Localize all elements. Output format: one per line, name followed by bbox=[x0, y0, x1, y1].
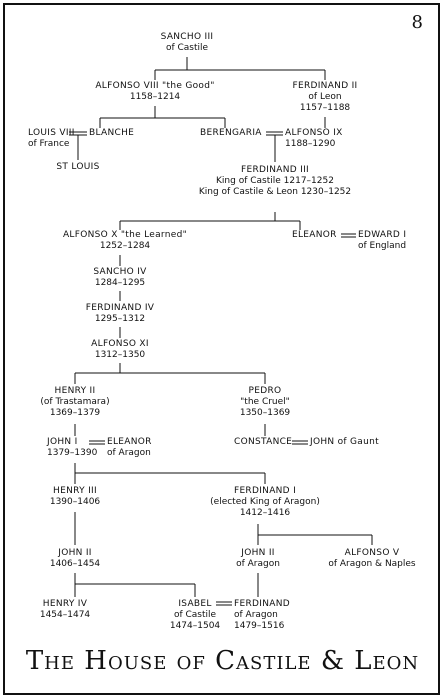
person-name: ELEANOR bbox=[107, 437, 152, 447]
person-alfonso-ix: ALFONSO IX 1188–1290 bbox=[285, 128, 343, 150]
person-name: CONSTANCE bbox=[234, 437, 293, 447]
person-name: FERDINAND I bbox=[233, 486, 297, 496]
person-alfonso-viii: ALFONSO VIII "the Good" 1158–1214 bbox=[95, 81, 214, 103]
person-eleanor-of-castile: ELEANOR bbox=[292, 230, 337, 241]
person-name: LOUIS VIII bbox=[28, 128, 75, 138]
person-name: PEDRO bbox=[248, 386, 282, 396]
person-name: JOHN II bbox=[58, 548, 92, 558]
person-dates: 1157–1188 bbox=[299, 103, 351, 113]
person-sancho-iv: SANCHO IV 1284–1295 bbox=[93, 267, 146, 289]
person-name: FERDINAND III bbox=[241, 165, 309, 175]
person-edward-i: EDWARD I of England bbox=[358, 230, 406, 252]
person-name: FERDINAND II bbox=[292, 81, 358, 91]
person-name: ISABEL bbox=[178, 599, 212, 609]
page-border bbox=[3, 3, 440, 695]
person-ferdinand-iv: FERDINAND IV 1295–1312 bbox=[86, 303, 155, 325]
person-dates: 1369–1379 bbox=[49, 408, 101, 418]
person-detail: of Aragon bbox=[236, 559, 280, 569]
person-berengaria: BERENGARIA bbox=[200, 128, 262, 139]
person-detail: of Aragon & Naples bbox=[328, 559, 416, 569]
person-ferdinand-of-aragon: FERDINAND of Aragon 1479–1516 bbox=[234, 599, 290, 632]
person-john-ii-aragon: JOHN II of Aragon bbox=[236, 548, 280, 570]
person-isabel: ISABEL of Castile 1474–1504 bbox=[170, 599, 220, 632]
person-st-louis: ST LOUIS bbox=[56, 162, 99, 173]
person-pedro: PEDRO "the Cruel" 1350–1369 bbox=[240, 386, 290, 419]
person-dates: 1454–1474 bbox=[39, 610, 91, 620]
person-name: JOHN of Gaunt bbox=[310, 437, 379, 447]
person-name: JOHN II bbox=[241, 548, 275, 558]
person-name: SANCHO III bbox=[160, 32, 214, 42]
person-detail: of Aragon bbox=[234, 610, 278, 620]
person-name: FERDINAND bbox=[234, 599, 290, 609]
person-detail: King of Castile 1217–1252 bbox=[216, 176, 334, 186]
person-henry-iv: HENRY IV 1454–1474 bbox=[40, 599, 90, 621]
person-name: JOHN I bbox=[47, 437, 78, 447]
person-dates: 1406–1454 bbox=[49, 559, 101, 569]
person-detail: (elected King of Aragon) bbox=[210, 497, 320, 507]
person-dates: 1295–1312 bbox=[94, 314, 146, 324]
person-name: EDWARD I bbox=[358, 230, 407, 240]
person-alfonso-v: ALFONSO V of Aragon & Naples bbox=[328, 548, 415, 570]
person-dates: 1158–1214 bbox=[129, 92, 181, 102]
person-blanche: BLANCHE bbox=[89, 128, 134, 139]
person-ferdinand-i: FERDINAND I (elected King of Aragon) 141… bbox=[210, 486, 320, 519]
person-name: FERDINAND IV bbox=[85, 303, 155, 313]
person-dates: 1312–1350 bbox=[94, 350, 146, 360]
person-detail: "the Cruel" bbox=[240, 397, 290, 407]
person-detail: of England bbox=[358, 241, 407, 251]
person-henry-ii: HENRY II (of Trastamara) 1369–1379 bbox=[40, 386, 109, 419]
person-john-ii-castile: JOHN II 1406–1454 bbox=[50, 548, 100, 570]
person-detail: of Aragon bbox=[107, 448, 151, 458]
person-detail: (of Trastamara) bbox=[40, 397, 110, 407]
person-name: HENRY IV bbox=[42, 599, 88, 609]
person-detail: King of Castile & Leon 1230–1252 bbox=[198, 187, 352, 197]
person-dates: 1479–1516 bbox=[234, 621, 285, 631]
person-dates: 1284–1295 bbox=[94, 278, 146, 288]
person-name: ELEANOR bbox=[292, 230, 337, 240]
person-louis-viii: LOUIS VIII of France bbox=[28, 128, 75, 150]
person-dates: 1379–1390 bbox=[47, 448, 98, 458]
person-detail: of France bbox=[28, 139, 70, 149]
person-dates: 1390–1406 bbox=[49, 497, 101, 507]
person-sancho-iii: SANCHO III of Castile bbox=[161, 32, 214, 54]
person-detail: of Castile bbox=[173, 610, 217, 620]
person-name: HENRY II bbox=[54, 386, 96, 396]
person-dates: 1474–1504 bbox=[169, 621, 221, 631]
person-name: ALFONSO XI bbox=[91, 339, 149, 349]
person-dates: 1252–1284 bbox=[99, 241, 151, 251]
person-dates: 1350–1369 bbox=[239, 408, 291, 418]
person-name: SANCHO IV bbox=[93, 267, 147, 277]
person-dates: 1412–1416 bbox=[239, 508, 291, 518]
person-john-i: JOHN I 1379–1390 bbox=[47, 437, 97, 459]
person-name: ALFONSO X "the Learned" bbox=[62, 230, 188, 240]
person-ferdinand-ii: FERDINAND II of Leon 1157–1188 bbox=[292, 81, 357, 114]
person-john-of-gaunt: JOHN of Gaunt bbox=[310, 437, 379, 448]
person-constance: CONSTANCE bbox=[234, 437, 292, 448]
person-name: BERENGARIA bbox=[200, 128, 262, 138]
person-alfonso-x: ALFONSO X "the Learned" 1252–1284 bbox=[63, 230, 187, 252]
person-eleanor-of-aragon: ELEANOR of Aragon bbox=[107, 437, 152, 459]
person-ferdinand-iii: FERDINAND III King of Castile 1217–1252 … bbox=[199, 165, 351, 198]
person-alfonso-xi: ALFONSO XI 1312–1350 bbox=[91, 339, 149, 361]
person-name: ST LOUIS bbox=[56, 162, 100, 172]
page-number: 8 bbox=[411, 12, 423, 33]
person-dates: 1188–1290 bbox=[285, 139, 336, 149]
page-title: The House of Castile & Leon bbox=[25, 646, 420, 676]
person-detail: of Castile bbox=[165, 43, 209, 53]
person-detail: of Leon bbox=[308, 92, 342, 102]
person-henry-iii: HENRY III 1390–1406 bbox=[50, 486, 100, 508]
person-name: BLANCHE bbox=[89, 128, 135, 138]
person-name: HENRY III bbox=[53, 486, 97, 496]
person-name: ALFONSO VIII "the Good" bbox=[95, 81, 215, 91]
person-name: ALFONSO IX bbox=[285, 128, 343, 138]
person-name: ALFONSO V bbox=[344, 548, 400, 558]
